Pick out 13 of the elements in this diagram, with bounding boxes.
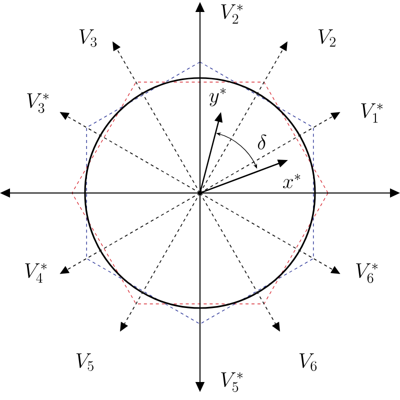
vector-label: $V_5$: [76, 353, 94, 371]
vector-label: $V_6^*$: [356, 263, 378, 283]
vector-label: $V_3^*$: [27, 93, 49, 113]
vector-label: $V_2$: [318, 29, 336, 47]
vector-label: $y^*$: [209, 88, 226, 106]
vector-label: $V_5^*$: [221, 372, 243, 392]
vector-label: $\delta$: [258, 134, 266, 150]
vector-label: $V_4^*$: [25, 263, 47, 283]
vector-label: $V_1^*$: [361, 103, 383, 123]
vector-label: $V_2^*$: [221, 4, 243, 24]
vector-label: $x^*$: [283, 174, 300, 188]
vector-label: $V_3$: [79, 29, 97, 47]
vector-label: $V_6$: [299, 353, 317, 371]
